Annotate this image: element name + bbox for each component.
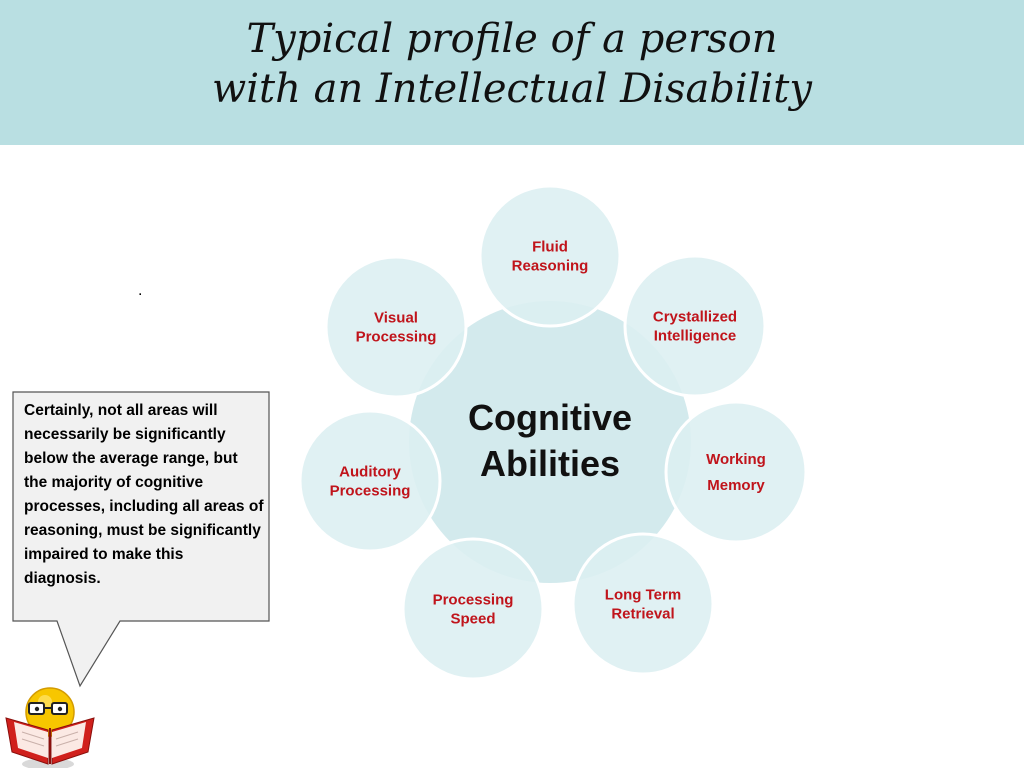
speech-bubble <box>5 391 270 768</box>
slide-title-line-2: with an Intellectual Disability <box>212 66 812 112</box>
node-label-crystallized-intelligence-2: Intelligence <box>654 328 737 345</box>
node-label-working-memory-1: Working <box>706 451 766 468</box>
node-circle-crystallized-intelligence <box>623 254 767 398</box>
center-label-line-2: Abilities <box>480 443 620 484</box>
node-label-processing-speed-1: Processing <box>433 592 514 609</box>
node-label-auditory-processing-1: Auditory <box>339 464 401 481</box>
dot-mark: . <box>138 282 143 299</box>
node-circle-visual-processing <box>324 255 468 399</box>
center-label-line-1: Cognitive <box>468 397 632 438</box>
speech-bubble-shape <box>12 391 270 688</box>
slide-title-line-1: Typical profile of a person <box>246 16 778 62</box>
node-circle-processing-speed <box>401 537 545 681</box>
reading-smiley-icon <box>5 687 95 768</box>
node-label-fluid-reasoning-2: Reasoning <box>512 258 589 275</box>
node-circle-working-memory <box>664 400 808 544</box>
callout-text: Certainly, not all areas will necessaril… <box>24 402 264 587</box>
node-label-visual-processing-2: Processing <box>356 329 437 346</box>
center-circle <box>409 301 691 583</box>
title-band <box>0 0 1024 145</box>
node-label-visual-processing-1: Visual <box>374 310 418 327</box>
node-label-long-term-retrieval-1: Long Term <box>605 587 681 604</box>
node-circle-long-term-retrieval <box>571 532 715 676</box>
satellite-circles-group: FluidReasoningCrystallizedIntelligenceWo… <box>298 184 808 681</box>
node-label-fluid-reasoning-1: Fluid <box>532 239 568 256</box>
node-label-auditory-processing-2: Processing <box>330 483 411 500</box>
node-label-processing-speed-2: Speed <box>450 611 495 628</box>
node-circle-auditory-processing <box>298 409 442 553</box>
node-circle-fluid-reasoning <box>478 184 622 328</box>
slide-title: Typical profile of a person with an Inte… <box>0 14 1024 114</box>
node-label-long-term-retrieval-2: Retrieval <box>611 606 674 623</box>
node-label-crystallized-intelligence-1: Crystallized <box>653 309 737 326</box>
node-label-working-memory-2: Memory <box>707 477 765 494</box>
